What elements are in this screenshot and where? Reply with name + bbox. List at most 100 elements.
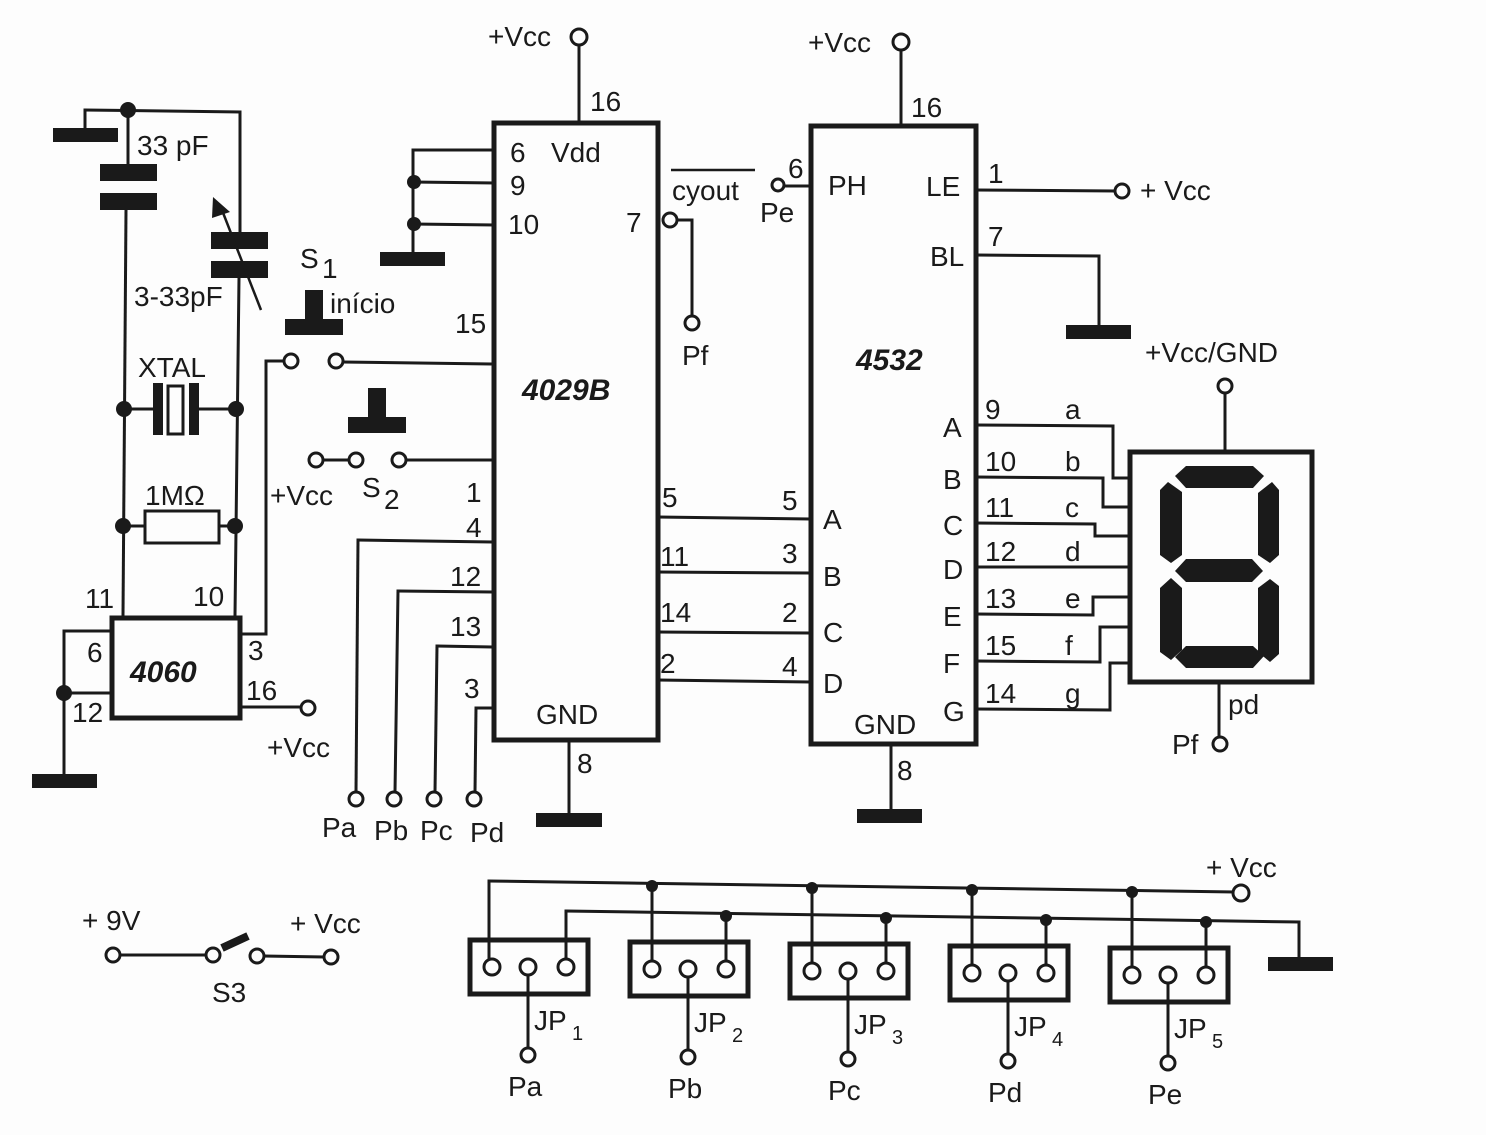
preset-terminal-pa bbox=[347, 790, 365, 808]
vcc-terminal bbox=[1231, 883, 1251, 903]
segment-label: d bbox=[1065, 536, 1081, 567]
segment-g bbox=[1175, 559, 1263, 582]
jumper-pin bbox=[838, 961, 858, 981]
segment-label: a bbox=[1065, 394, 1081, 425]
pin-label: 8 bbox=[897, 755, 913, 786]
pf-label: Pf bbox=[1172, 729, 1199, 760]
segment-wire bbox=[974, 521, 1132, 538]
crystal-body bbox=[166, 384, 185, 436]
vdd-label: Vdd bbox=[551, 137, 601, 168]
switch-contact bbox=[204, 946, 222, 964]
pin-label: 5 bbox=[662, 482, 678, 513]
output-label: A bbox=[943, 412, 962, 443]
pushbutton-icon bbox=[285, 319, 343, 335]
preset-label: Pb bbox=[374, 815, 408, 846]
ground-symbol bbox=[1268, 957, 1333, 971]
bl-label: BL bbox=[930, 241, 964, 272]
pin-label: 2 bbox=[660, 648, 676, 679]
jumper-output-terminal bbox=[839, 1050, 857, 1068]
segment-wire bbox=[974, 661, 1132, 712]
segment-label: f bbox=[1065, 630, 1073, 661]
segment-label: g bbox=[1065, 678, 1081, 709]
pin-label: 11 bbox=[985, 492, 1014, 523]
jumper-label: JP bbox=[1174, 1013, 1207, 1044]
capacitor-33pf-label: 33 pF bbox=[137, 130, 209, 161]
display-body bbox=[1127, 449, 1315, 685]
pin-label: 4 bbox=[466, 512, 482, 543]
le-vcc-label: + Vcc bbox=[1140, 175, 1211, 206]
switch-contact bbox=[347, 451, 365, 469]
ground-symbol bbox=[536, 813, 602, 827]
pin-label: 8 bbox=[577, 748, 593, 779]
pin-label: 13 bbox=[985, 583, 1016, 614]
ic-4029b: 4029B +Vcc 16 Vdd 6 9 10 7 Pf cyout 15 1… bbox=[322, 21, 755, 848]
junction-dot bbox=[966, 884, 978, 896]
pin-label: 1 bbox=[988, 158, 1004, 189]
output-label: G bbox=[943, 696, 965, 727]
junction-dot bbox=[56, 685, 72, 701]
input-label: A bbox=[823, 504, 842, 535]
s2-subscript: 2 bbox=[384, 484, 400, 515]
pf-label: Pf bbox=[682, 340, 709, 371]
s1-label: S bbox=[300, 243, 319, 274]
output-label: F bbox=[943, 648, 960, 679]
preset-terminal-pd bbox=[465, 790, 483, 808]
jumper-subscript: 2 bbox=[732, 1025, 743, 1047]
jumper-pin bbox=[678, 959, 698, 979]
segment-e bbox=[1160, 578, 1182, 660]
jumper-output-label: Pe bbox=[1148, 1079, 1182, 1110]
jumper-pin bbox=[482, 957, 502, 977]
switch-contact bbox=[327, 352, 345, 370]
junction-dot bbox=[407, 217, 421, 231]
jumper-pin bbox=[642, 959, 662, 979]
pushbutton-icon bbox=[305, 290, 323, 320]
jumper-pin bbox=[1196, 965, 1216, 985]
segment-wire bbox=[974, 625, 1132, 664]
s3-input-label: + 9V bbox=[82, 905, 141, 936]
pushbutton-icon bbox=[368, 388, 386, 418]
pin-label: 15 bbox=[455, 308, 486, 339]
trimmer-arrow-icon bbox=[218, 204, 263, 311]
gnd-label: GND bbox=[536, 699, 598, 730]
ic-4029b-label: 4029B bbox=[521, 374, 610, 407]
junction-dot bbox=[115, 518, 131, 534]
pin-label: 12 bbox=[450, 561, 481, 592]
output-label: C bbox=[943, 510, 963, 541]
pin-label: 9 bbox=[510, 170, 526, 201]
capacitor-33pf-plate bbox=[100, 164, 157, 181]
terminal bbox=[104, 946, 122, 964]
resistor-label: 1MΩ bbox=[145, 480, 205, 511]
jumper-pin bbox=[962, 963, 982, 983]
segment-wire bbox=[974, 475, 1132, 509]
ic-4532-label: 4532 bbox=[855, 344, 923, 377]
jumper-pin bbox=[876, 961, 896, 981]
junction-dot bbox=[880, 912, 892, 924]
pin-label: 3 bbox=[464, 673, 480, 704]
segment-c bbox=[1258, 579, 1279, 662]
preset-label: Pa bbox=[322, 812, 357, 843]
pin-label: 9 bbox=[985, 394, 1001, 425]
crystal-plate bbox=[153, 383, 163, 435]
jumper-subscript: 3 bbox=[892, 1027, 903, 1049]
junction-dot bbox=[227, 518, 243, 534]
pin-label: 1 bbox=[466, 477, 482, 508]
jumper-output-terminal bbox=[999, 1052, 1017, 1070]
jumper-pin bbox=[998, 963, 1018, 983]
pin-label: 11 bbox=[85, 583, 114, 614]
jumper-pin bbox=[518, 957, 538, 977]
switch-contact bbox=[282, 352, 300, 370]
jumper-pin bbox=[1158, 965, 1178, 985]
pin-label: 7 bbox=[626, 207, 642, 238]
trimmer-capacitor-plate bbox=[211, 232, 268, 249]
jumper-output-terminal bbox=[679, 1048, 697, 1066]
segment-a bbox=[1175, 466, 1264, 488]
junction-dot bbox=[646, 880, 658, 892]
jumper-output-label: Pc bbox=[828, 1075, 861, 1106]
